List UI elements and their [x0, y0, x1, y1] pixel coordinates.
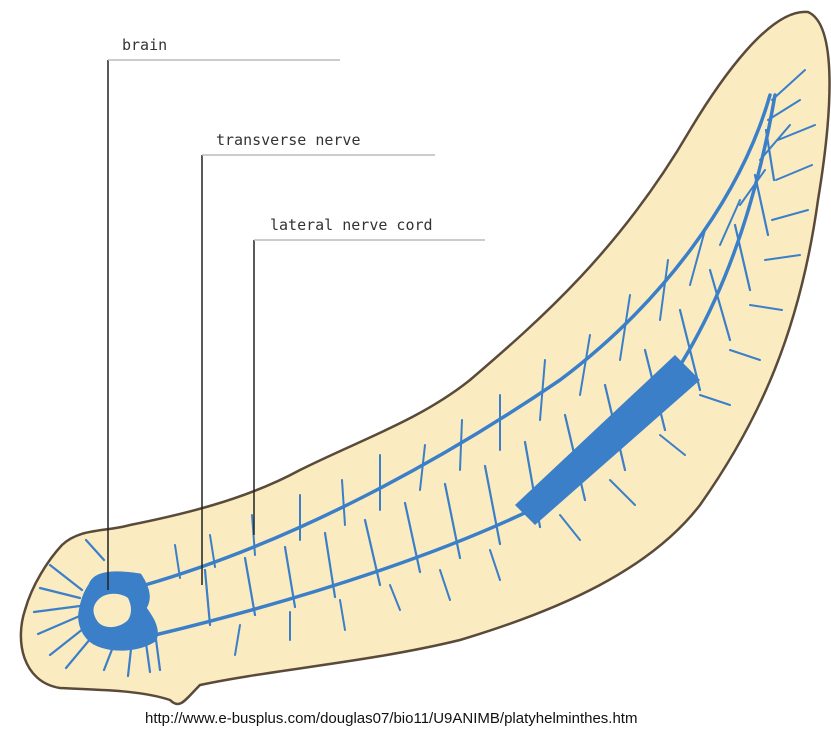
source-url: http://www.e-busplus.com/douglas07/bio11…: [145, 710, 637, 727]
label-brain: brain: [122, 36, 167, 54]
label-underlines: [108, 60, 485, 240]
label-transverse-nerve: transverse nerve: [216, 131, 361, 149]
label-lateral-nerve-cord: lateral nerve cord: [270, 216, 433, 234]
